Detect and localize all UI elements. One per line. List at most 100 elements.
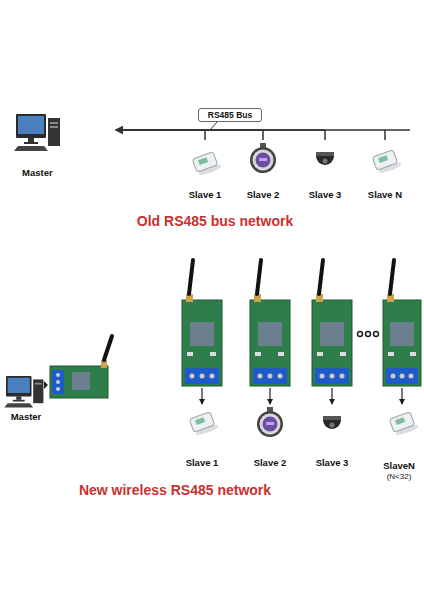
ellipsis-dots-part	[366, 332, 371, 337]
ellipsis-dots	[358, 332, 379, 337]
bus-line-part	[210, 122, 217, 130]
computer-icon-part	[14, 146, 48, 151]
camera-icon-part	[316, 152, 334, 156]
computer-icon-part	[18, 116, 44, 134]
gauge-icon	[250, 143, 276, 173]
computer-icon-part	[50, 122, 58, 124]
computer-icon-part	[35, 383, 42, 385]
wireless-module-part	[187, 352, 193, 356]
wireless-module-part	[330, 374, 335, 379]
wireless-module	[250, 260, 290, 386]
wireless-module-part	[257, 260, 261, 294]
wireless-module-part	[52, 370, 64, 394]
computer-icon-part	[6, 376, 32, 396]
reader-icon-part	[372, 150, 397, 171]
callout-box: RS485 Bus	[198, 108, 262, 122]
wireless-module-part	[400, 374, 405, 379]
reader-icon-part	[195, 417, 205, 425]
gauge-icon-part	[266, 422, 274, 425]
reader-icon-part	[395, 417, 405, 425]
bus-connector	[116, 130, 205, 140]
wireless-module-part	[190, 374, 195, 379]
wireless-module	[44, 336, 112, 398]
wireless-module-part	[388, 352, 394, 356]
device-node: Slave 3	[307, 404, 357, 468]
bus-connector	[116, 130, 385, 140]
device-node: Slave 3	[300, 140, 350, 200]
wireless-module-part	[50, 366, 108, 398]
device-node: Master	[0, 372, 52, 422]
wireless-module-part	[255, 352, 261, 356]
computer-icon-part	[16, 396, 21, 399]
wireless-module-part	[56, 380, 60, 384]
wireless-module	[312, 260, 352, 386]
wireless-module-part	[278, 374, 283, 379]
wireless-module-part	[410, 352, 416, 356]
bus-connector	[116, 130, 263, 140]
camera-icon	[316, 152, 334, 165]
wireless-module-part	[312, 300, 352, 386]
node-label: Slave 1	[189, 189, 222, 200]
wireless-module-part	[210, 374, 215, 379]
wireless-module-part	[390, 260, 394, 294]
module-arrow	[202, 388, 402, 404]
device-node: Slave 2	[245, 404, 295, 468]
computer-icon-part	[33, 379, 43, 403]
gauge-icon-part	[253, 150, 274, 171]
computer-icon	[4, 376, 43, 407]
wireless-module-part	[104, 336, 112, 360]
wireless-module-part	[278, 352, 284, 356]
computer-icon-part	[16, 114, 46, 138]
wireless-module-part	[258, 322, 282, 346]
wireless-module-part	[210, 352, 216, 356]
gauge-icon-part	[257, 411, 283, 437]
computer-icon-part	[48, 118, 60, 146]
wireless-module	[182, 260, 222, 386]
wireless-module	[383, 260, 421, 386]
gauge-icon-part	[263, 417, 278, 432]
wireless-module-part	[200, 374, 205, 379]
wireless-module-part	[185, 368, 219, 384]
wireless-module-part	[340, 374, 345, 379]
bus-connector	[116, 130, 325, 140]
node-label: Slave 3	[309, 189, 342, 200]
bus-line-part	[385, 129, 410, 131]
computer-icon-part	[28, 138, 34, 142]
wireless-module-part	[320, 322, 344, 346]
computer-icon-part	[13, 400, 25, 402]
gauge-icon-part	[259, 158, 267, 161]
computer-icon-part	[50, 126, 58, 128]
camera-icon-part	[323, 420, 341, 429]
module-arrow-part	[201, 388, 202, 404]
node-label: RS485 Bus	[208, 110, 252, 121]
wireless-module-part	[320, 374, 325, 379]
gauge-icon-part	[260, 414, 281, 435]
reader-icon	[192, 151, 222, 177]
computer-icon	[14, 114, 60, 151]
wireless-module-part	[391, 374, 396, 379]
wireless-module-part	[315, 368, 349, 384]
wireless-module-part	[268, 374, 273, 379]
node-label: Slave N	[368, 189, 402, 200]
device-node: Slave 1	[180, 140, 230, 200]
wireless-module-part	[258, 374, 263, 379]
module-arrow-part	[269, 388, 270, 404]
device-node: Master	[8, 112, 116, 178]
module-arrow-part	[331, 388, 332, 404]
wireless-module-part	[190, 322, 214, 346]
section-heading: Old RS485 bus network	[90, 213, 340, 229]
wireless-module-part	[182, 300, 222, 386]
node-label: Slave 2	[247, 189, 280, 200]
computer-icon-part	[8, 378, 30, 393]
wireless-module-part	[250, 300, 290, 386]
node-label: Slave 1	[186, 457, 219, 468]
reader-icon-part	[189, 412, 214, 433]
camera-icon-part	[316, 156, 334, 165]
reader-icon	[189, 411, 219, 437]
node-label: Master	[11, 411, 42, 422]
device-node: Slave N	[360, 140, 410, 200]
reader-icon-part	[192, 152, 217, 173]
device-node: SlaveN(N<32)	[374, 404, 424, 482]
ellipsis-dots-part	[358, 332, 363, 337]
